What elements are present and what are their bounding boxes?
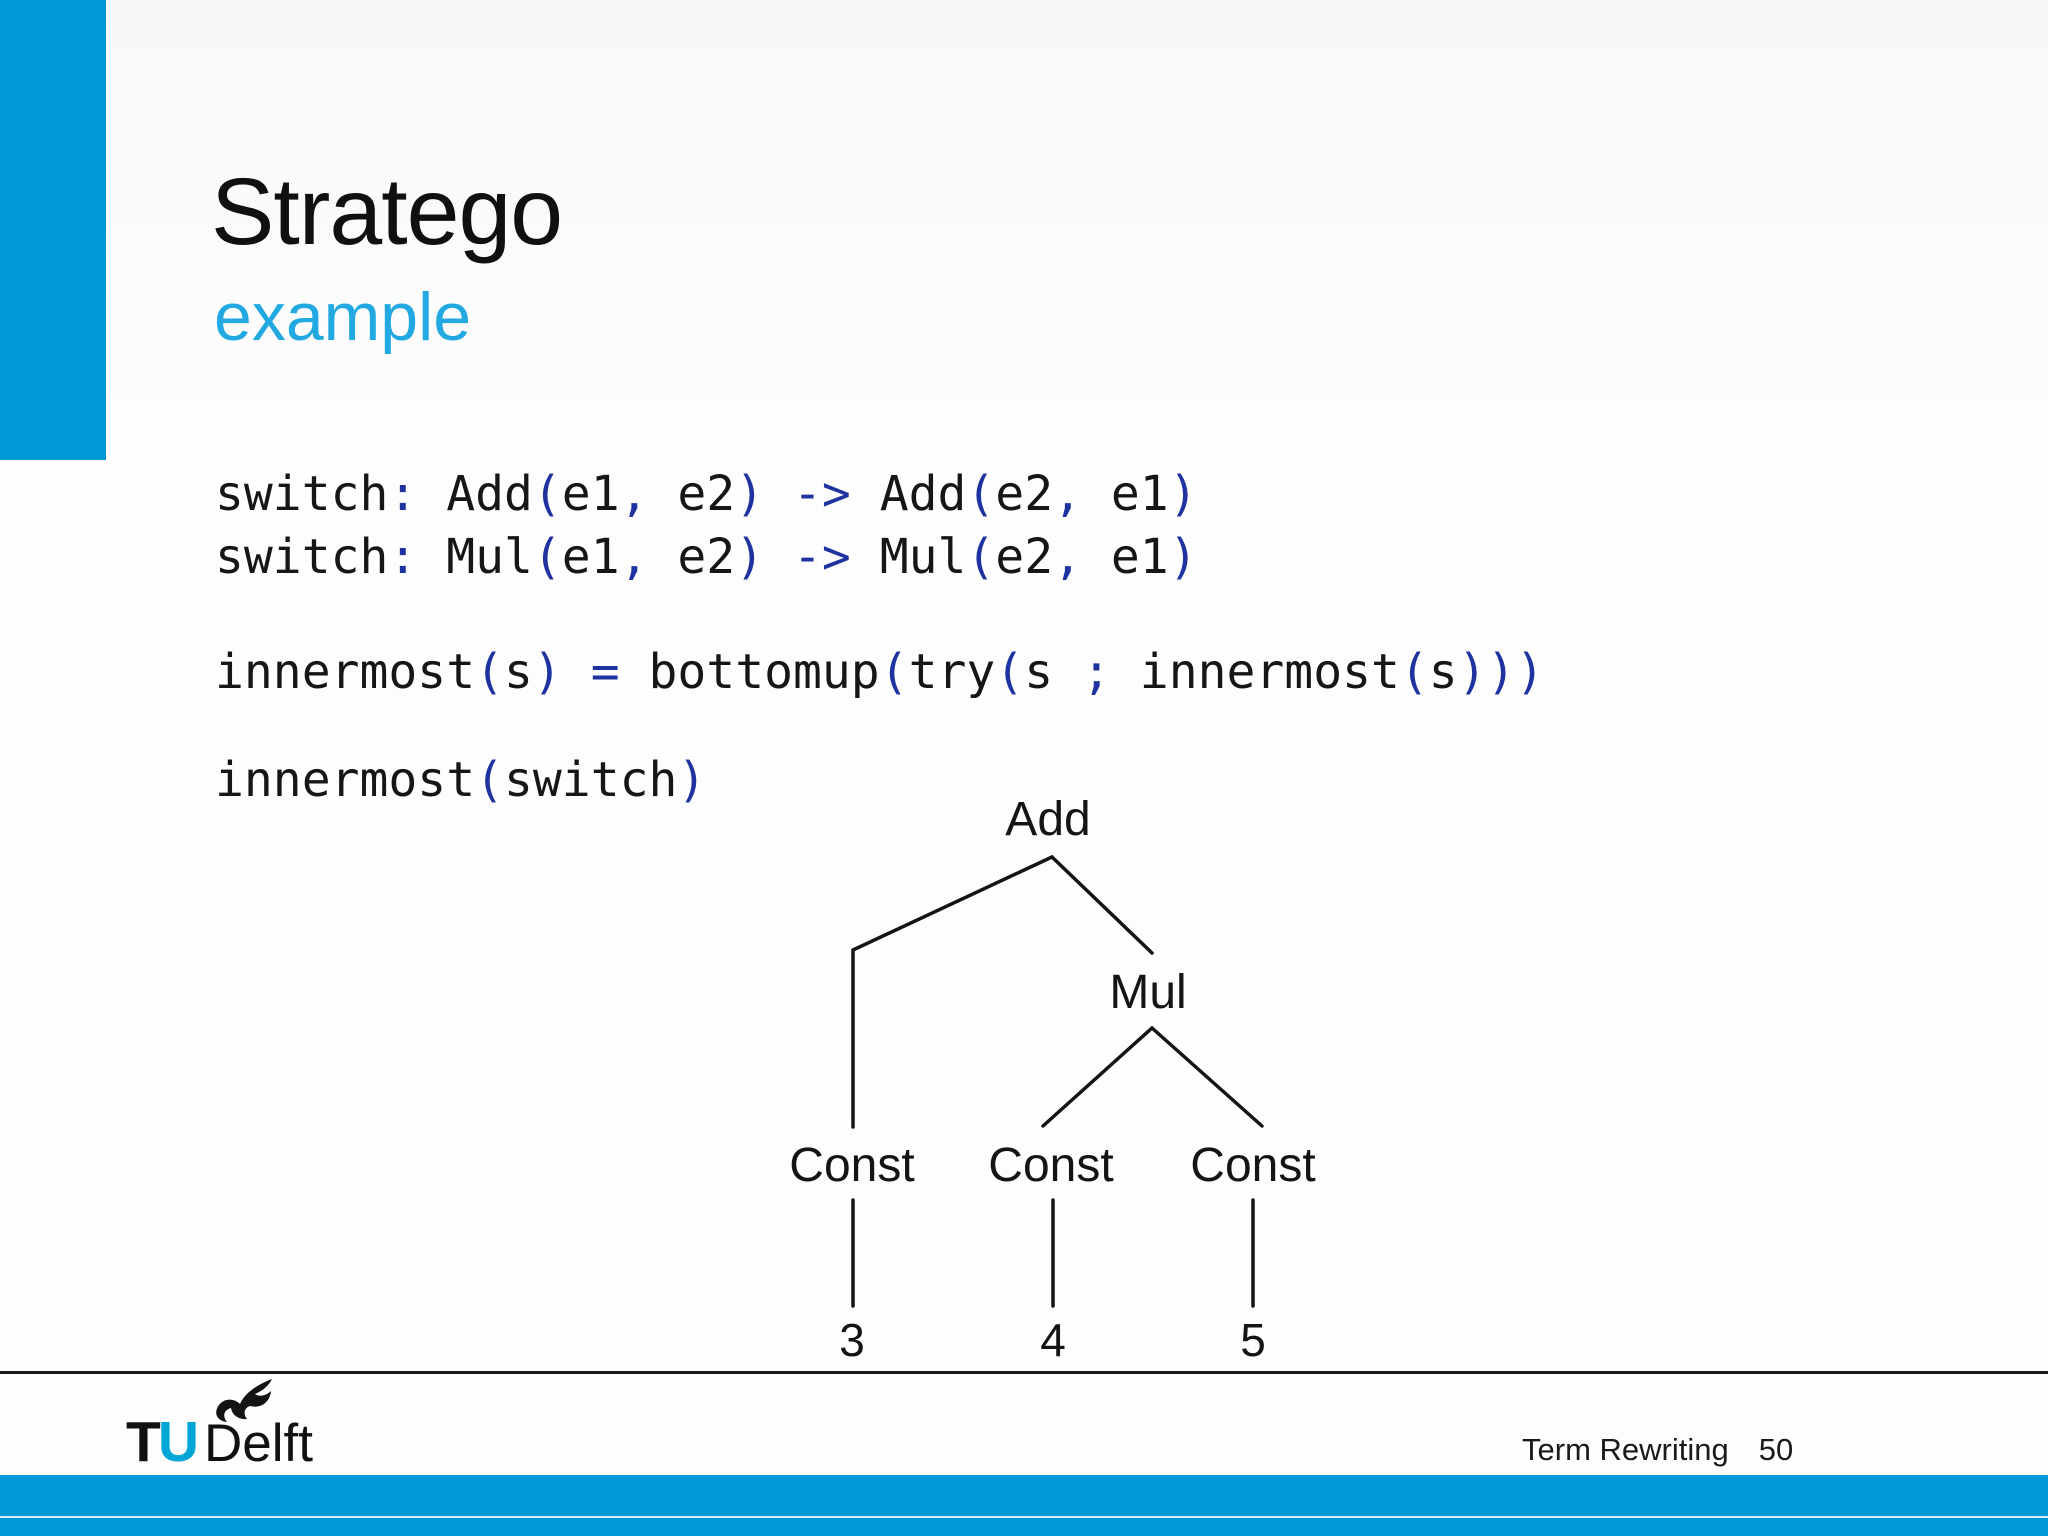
logo-letter-u: U bbox=[157, 1410, 199, 1474]
footer-divider-line bbox=[0, 1371, 2048, 1374]
footer: Term Rewriting 50 bbox=[1522, 1432, 1793, 1468]
slide-page-number: 50 bbox=[1758, 1432, 1794, 1467]
footer-course-title: Term Rewriting bbox=[1522, 1432, 1729, 1467]
code-line-innermost-def: innermost(s) = bottomup(try(s ; innermos… bbox=[215, 644, 1545, 700]
tu-delft-flame-icon bbox=[216, 1379, 272, 1422]
tu-delft-logo: TUDelft bbox=[126, 1414, 313, 1471]
tree-node-mul: Mul bbox=[1109, 966, 1187, 1019]
left-accent-bar bbox=[0, 0, 106, 460]
slide-title: Stratego bbox=[211, 159, 563, 265]
tree-leaf-4: 4 bbox=[1040, 1314, 1066, 1366]
tree-leaf-5: 5 bbox=[1240, 1314, 1266, 1366]
bottom-bar-highlight-line bbox=[0, 1516, 2048, 1518]
code-line-switch-add: switch: Add(e1, e2) -> Add(e2, e1) bbox=[215, 466, 1198, 522]
tree-node-const-mid: Const bbox=[988, 1139, 1114, 1192]
bottom-accent-bar bbox=[0, 1475, 2048, 1536]
code-line-switch-mul: switch: Mul(e1, e2) -> Mul(e2, e1) bbox=[215, 529, 1198, 585]
logo-delft-text: Delft bbox=[204, 1414, 313, 1473]
code-line-innermost-call: innermost(switch) bbox=[215, 752, 707, 808]
logo-letter-t: T bbox=[126, 1410, 161, 1474]
tree-leaf-3: 3 bbox=[839, 1314, 865, 1366]
tree-node-const-right: Const bbox=[1190, 1139, 1316, 1192]
tree-node-const-left: Const bbox=[789, 1139, 915, 1192]
slide-subtitle: example bbox=[214, 279, 472, 355]
tree-node-add: Add bbox=[1005, 793, 1091, 846]
